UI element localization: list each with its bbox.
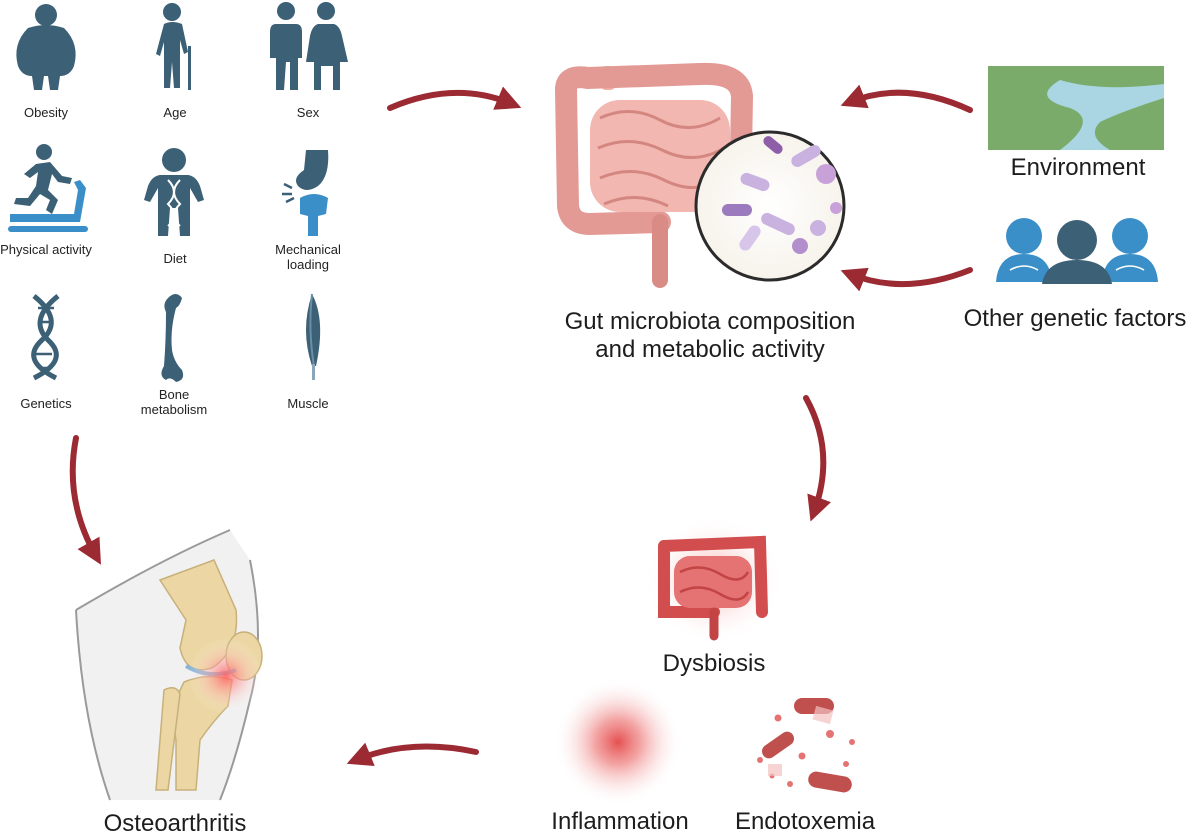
gut-label: Gut microbiota composition and metabolic… xyxy=(520,308,900,363)
gut-label-line2: and metabolic activity xyxy=(595,335,825,363)
muscle-icon xyxy=(306,293,321,380)
bacteria-lysis-icon xyxy=(757,698,855,793)
obesity-icon xyxy=(16,4,76,90)
inflammation-glow-icon xyxy=(554,678,682,806)
environment-label: Environment xyxy=(1010,154,1146,181)
people-dna-icon xyxy=(996,218,1158,284)
risk-label-sex: Sex xyxy=(296,105,320,120)
genetic-factors-label: Other genetic factors xyxy=(963,305,1187,332)
knee-joint-icon xyxy=(75,529,264,801)
osteoarthritis-label: Osteoarthritis xyxy=(103,810,247,837)
inflammation-label: Inflammation xyxy=(551,808,689,835)
risk-label-diet: Diet xyxy=(163,251,187,266)
risk-label-mechanical-loading: Mechanical loading xyxy=(275,242,341,272)
person-dna-icon xyxy=(144,148,204,236)
man-woman-icon xyxy=(270,2,348,90)
arrow-environment-to-gut xyxy=(840,84,973,113)
elderly-person-icon xyxy=(156,3,191,90)
arrow-risk-to-gut xyxy=(387,86,522,111)
endotoxemia-label: Endotoxemia xyxy=(734,808,876,835)
inflamed-intestine-icon xyxy=(644,516,784,644)
arrow-inflammation-to-osteoarthritis xyxy=(346,742,479,766)
dysbiosis-label: Dysbiosis xyxy=(662,650,766,677)
arrow-gut-to-dysbiosis xyxy=(803,395,832,522)
risk-label-bone-metabolism: Bone metabolism xyxy=(140,387,208,417)
risk-label-age: Age xyxy=(163,105,187,120)
risk-label-muscle: Muscle xyxy=(287,396,329,411)
risk-label-physical-activity: Physical activity xyxy=(0,242,92,257)
arrow-risk-to-osteoarthritis xyxy=(69,435,101,565)
intestine-microbes-icon xyxy=(555,62,846,288)
landscape-river-icon xyxy=(988,66,1164,150)
dna-helix-icon xyxy=(31,294,60,381)
joint-loading-icon xyxy=(282,150,329,236)
arrow-genetics-to-gut xyxy=(840,267,973,292)
risk-label-genetics: Genetics xyxy=(20,396,72,411)
bone-icon xyxy=(161,294,184,382)
treadmill-runner-icon xyxy=(8,144,88,232)
gut-label-line1: Gut microbiota composition xyxy=(564,308,856,335)
risk-label-obesity: Obesity xyxy=(23,105,69,120)
